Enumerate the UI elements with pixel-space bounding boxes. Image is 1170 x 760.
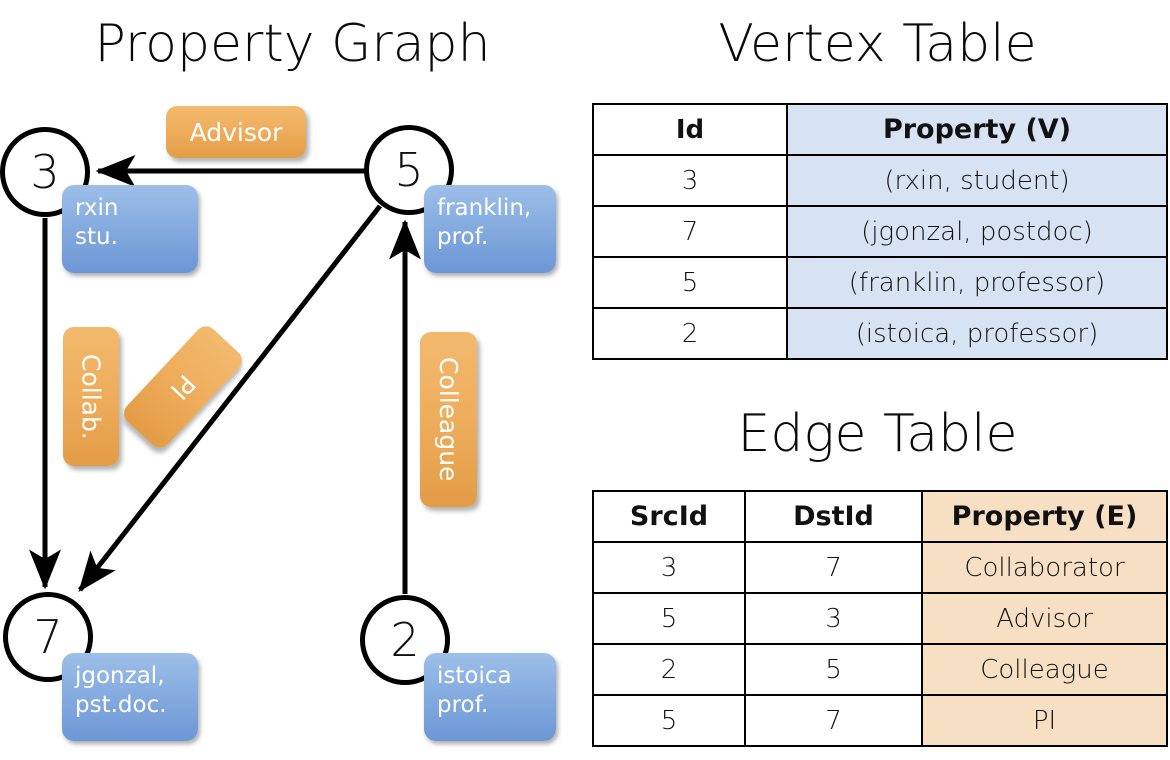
table-row[interactable]: 7 (jgonzal, postdoc) (592, 205, 1168, 258)
node-property-line-1: franklin, (437, 195, 532, 221)
edge-table-header-property: Property (E) (921, 490, 1168, 543)
node-property-line-2: prof. (437, 692, 489, 719)
graph-node-3-label: 3 (30, 145, 60, 199)
vertex-cell-property: (istoica, professor) (786, 307, 1168, 360)
vertex-cell-id: 2 (592, 307, 788, 360)
edge-table: SrcId DstId Property (E) 3 7 Collaborato… (592, 490, 1168, 747)
node-property-line-1: jgonzal, (75, 663, 165, 689)
edge-table-header-row: SrcId DstId Property (E) (592, 490, 1168, 543)
edge-label-colleague-text: Colleague (434, 357, 463, 482)
node-property-line-1: rxin (75, 195, 119, 221)
graph-node-7-label: 7 (33, 610, 63, 664)
edge-label-advisor[interactable]: Advisor (166, 106, 306, 158)
table-row[interactable]: 5 3 Advisor (592, 592, 1168, 645)
edge-5-to-7 (78, 204, 382, 592)
table-row[interactable]: 2 (istoica, professor) (592, 307, 1168, 360)
graph-node-2[interactable]: 2 (360, 595, 450, 685)
edge-cell-srcid: 3 (592, 541, 746, 594)
vertex-cell-property: (franklin, professor) (786, 256, 1168, 309)
vertex-table: Id Property (V) 3 (rxin, student) 7 (jgo… (592, 103, 1168, 360)
graph-node-5-label: 5 (394, 143, 424, 197)
edge-cell-property: Advisor (921, 592, 1168, 645)
page-title-edge-table: Edge Table (737, 404, 1018, 464)
table-row[interactable]: 3 (rxin, student) (592, 154, 1168, 207)
vertex-table-header-row: Id Property (V) (592, 103, 1168, 156)
edge-table-header-dstid: DstId (744, 490, 923, 543)
edge-cell-property: Collaborator (921, 541, 1168, 594)
vertex-table-header-property: Property (V) (786, 103, 1168, 156)
node-property-line-2: stu. (75, 224, 118, 251)
edge-label-collab-text: Collab. (76, 353, 106, 440)
graph-edges-layer (29, 155, 421, 594)
vertex-cell-id: 3 (592, 154, 788, 207)
edge-label-advisor-text: Advisor (189, 117, 283, 147)
vertex-cell-id: 7 (592, 205, 788, 258)
edge-table-header-srcid: SrcId (592, 490, 746, 543)
edge-cell-property: PI (921, 694, 1168, 747)
graph-node-2-label: 2 (390, 613, 420, 667)
node-property-box-jgonzal[interactable]: jgonzal, pst.doc. (62, 653, 198, 741)
page-title-vertex-table: Vertex Table (718, 14, 1037, 74)
table-row[interactable]: 5 (franklin, professor) (592, 256, 1168, 309)
edge-label-pi-text: PI (164, 368, 202, 406)
page-title-property-graph: Property Graph (94, 14, 491, 74)
property-graph-panel: Property Graph 3 5 7 2 rxin stu. frankli… (0, 14, 556, 741)
edge-cell-dstid: 7 (744, 541, 923, 594)
edge-cell-dstid: 7 (744, 694, 923, 747)
edge-cell-property: Colleague (921, 643, 1168, 696)
edge-cell-dstid: 3 (744, 592, 923, 645)
node-property-box-istoica[interactable]: istoica prof. (424, 653, 556, 741)
edge-cell-srcid: 5 (592, 592, 746, 645)
edge-label-colleague[interactable]: Colleague (420, 332, 477, 507)
edge-cell-srcid: 2 (592, 643, 746, 696)
vertex-table-header-id: Id (592, 103, 788, 156)
vertex-cell-property: (rxin, student) (786, 154, 1168, 207)
table-row[interactable]: 3 7 Collaborator (592, 541, 1168, 594)
edge-cell-srcid: 5 (592, 694, 746, 747)
node-property-box-rxin[interactable]: rxin stu. (62, 185, 198, 273)
node-property-line-1: istoica (437, 663, 512, 689)
graph-node-5[interactable]: 5 (364, 125, 454, 215)
vertex-cell-id: 5 (592, 256, 788, 309)
node-property-box-franklin[interactable]: franklin, prof. (424, 185, 556, 273)
edge-cell-dstid: 5 (744, 643, 923, 696)
table-row[interactable]: 5 7 PI (592, 694, 1168, 747)
edge-label-collab[interactable]: Collab. (63, 327, 119, 466)
node-property-line-2: pst.doc. (75, 692, 167, 719)
vertex-cell-property: (jgonzal, postdoc) (786, 205, 1168, 258)
table-row[interactable]: 2 5 Colleague (592, 643, 1168, 696)
node-property-line-2: prof. (437, 224, 489, 251)
